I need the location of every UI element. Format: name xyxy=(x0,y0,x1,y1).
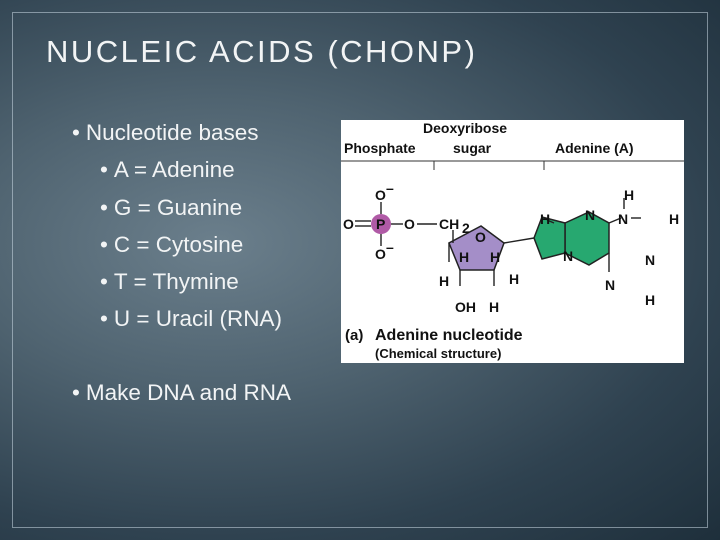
caption-title: Adenine nucleotide xyxy=(375,327,523,344)
bullet-level1: •Make DNA and RNA xyxy=(72,380,291,406)
bullet-dot: • xyxy=(72,380,80,405)
bullet-dot: • xyxy=(100,306,108,331)
atom-p: P xyxy=(376,216,385,232)
bullet-text: C = Cytosine xyxy=(113,232,244,257)
atom-oh: OH xyxy=(455,299,476,315)
label-sugar: sugar xyxy=(453,140,492,156)
bullet-level2: •T = Thymine xyxy=(100,269,239,295)
bullet-text: Make DNA and RNA xyxy=(85,380,291,405)
sugar-ring xyxy=(448,225,505,271)
bullet-text: G = Guanine xyxy=(113,195,243,220)
phosphate-circle xyxy=(371,214,391,234)
label-adenine: Adenine (A) xyxy=(555,140,634,156)
bullet-level2: •G = Guanine xyxy=(100,195,242,221)
atom-n: N xyxy=(605,277,615,293)
atom-h: H xyxy=(489,299,499,315)
atom-n: N xyxy=(563,248,573,264)
base-five-ring xyxy=(533,216,566,260)
nucleotide-figure: Deoxyribose Phosphate sugar Adenine (A) xyxy=(341,120,684,363)
atom-h: H xyxy=(540,211,550,227)
charge-minus: – xyxy=(386,180,394,196)
label-deoxyribose: Deoxyribose xyxy=(423,120,507,136)
atom-h: H xyxy=(490,249,500,265)
slide-frame xyxy=(12,12,708,528)
charge-minus: – xyxy=(386,239,394,255)
subscript-2: 2 xyxy=(462,220,470,236)
caption-subtitle: (Chemical structure) xyxy=(375,346,501,361)
atom-h: H xyxy=(509,271,519,287)
bullet-text: Nucleotide bases xyxy=(85,120,259,145)
atom-h: H xyxy=(624,187,634,203)
atom-o: O xyxy=(375,246,386,262)
bullet-level2: •C = Cytosine xyxy=(100,232,243,258)
atom-h: H xyxy=(459,249,469,265)
atom-o: O xyxy=(375,187,386,203)
atom-n: N xyxy=(585,207,595,223)
bullet-text: T = Thymine xyxy=(113,269,239,294)
bullet-dot: • xyxy=(100,157,108,182)
bullet-dot: • xyxy=(100,195,108,220)
bullet-level1: •Nucleotide bases xyxy=(72,120,259,146)
atom-h: H xyxy=(645,292,655,308)
bullet-dot: • xyxy=(100,232,108,257)
bullet-text: U = Uracil (RNA) xyxy=(113,306,283,331)
label-phosphate: Phosphate xyxy=(344,140,416,156)
atom-h: H xyxy=(669,211,679,227)
bullet-level2: •U = Uracil (RNA) xyxy=(100,306,282,332)
atom-n: N xyxy=(618,211,628,227)
bond-lines xyxy=(355,198,641,286)
atom-n: N xyxy=(645,252,655,268)
atom-o: O xyxy=(343,216,354,232)
bullet-dot: • xyxy=(72,120,80,145)
atom-o: O xyxy=(404,216,415,232)
bullet-dot: • xyxy=(100,269,108,294)
bullet-text: A = Adenine xyxy=(113,157,235,182)
slide-title: NUCLEIC ACIDS (CHONP) xyxy=(46,34,478,69)
ring-oxygen: O xyxy=(475,229,486,245)
atom-ch2: CH xyxy=(439,216,459,232)
nucleotide-structure-diagram: Deoxyribose Phosphate sugar Adenine (A) xyxy=(341,120,684,361)
caption-tag: (a) xyxy=(345,327,363,344)
bullet-level2: •A = Adenine xyxy=(100,157,235,183)
atom-h: H xyxy=(439,273,449,289)
